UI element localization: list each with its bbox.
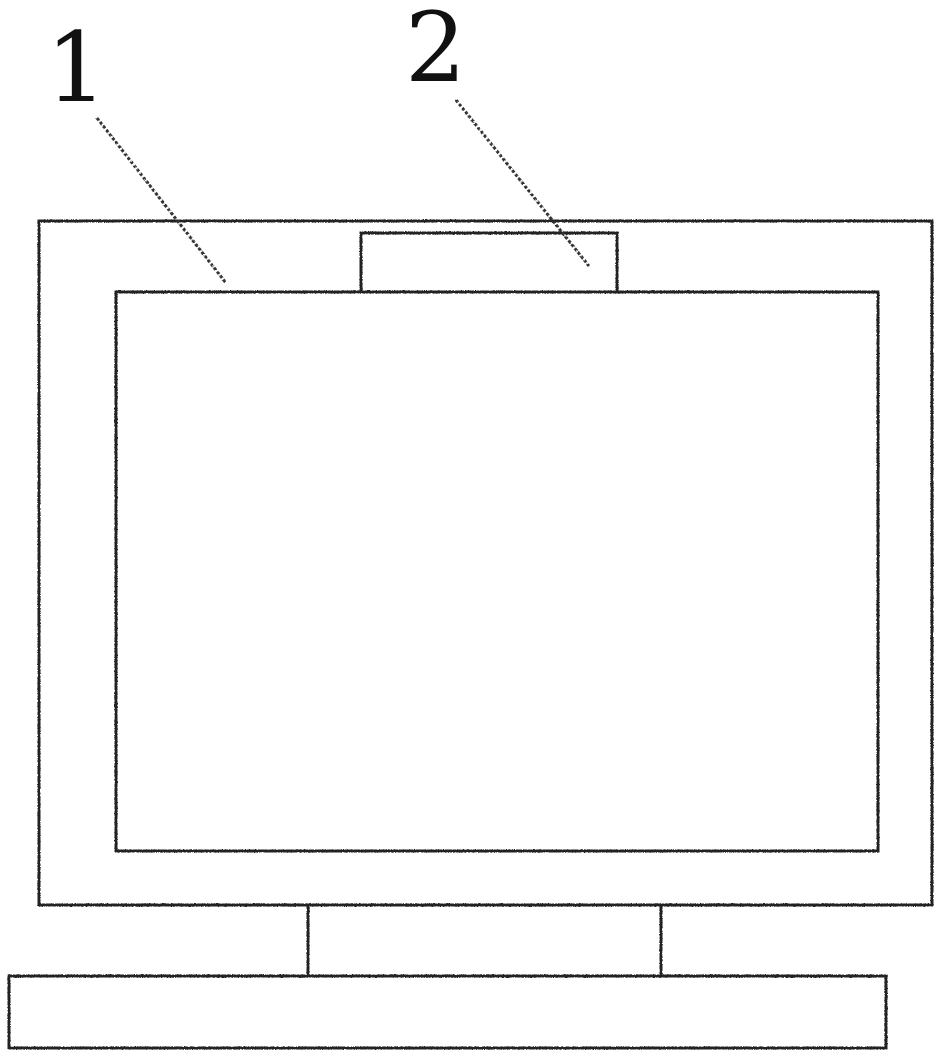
- leader-line-2: [454, 99, 591, 267]
- monitor-screen: [114, 290, 880, 853]
- monitor-outer-frame: [37, 219, 934, 907]
- stand-base: [7, 974, 888, 1050]
- reference-label-1: 1: [46, 12, 108, 124]
- top-module: [359, 231, 619, 292]
- leader-line-1: [95, 117, 228, 284]
- reference-label-2: 2: [405, 0, 467, 104]
